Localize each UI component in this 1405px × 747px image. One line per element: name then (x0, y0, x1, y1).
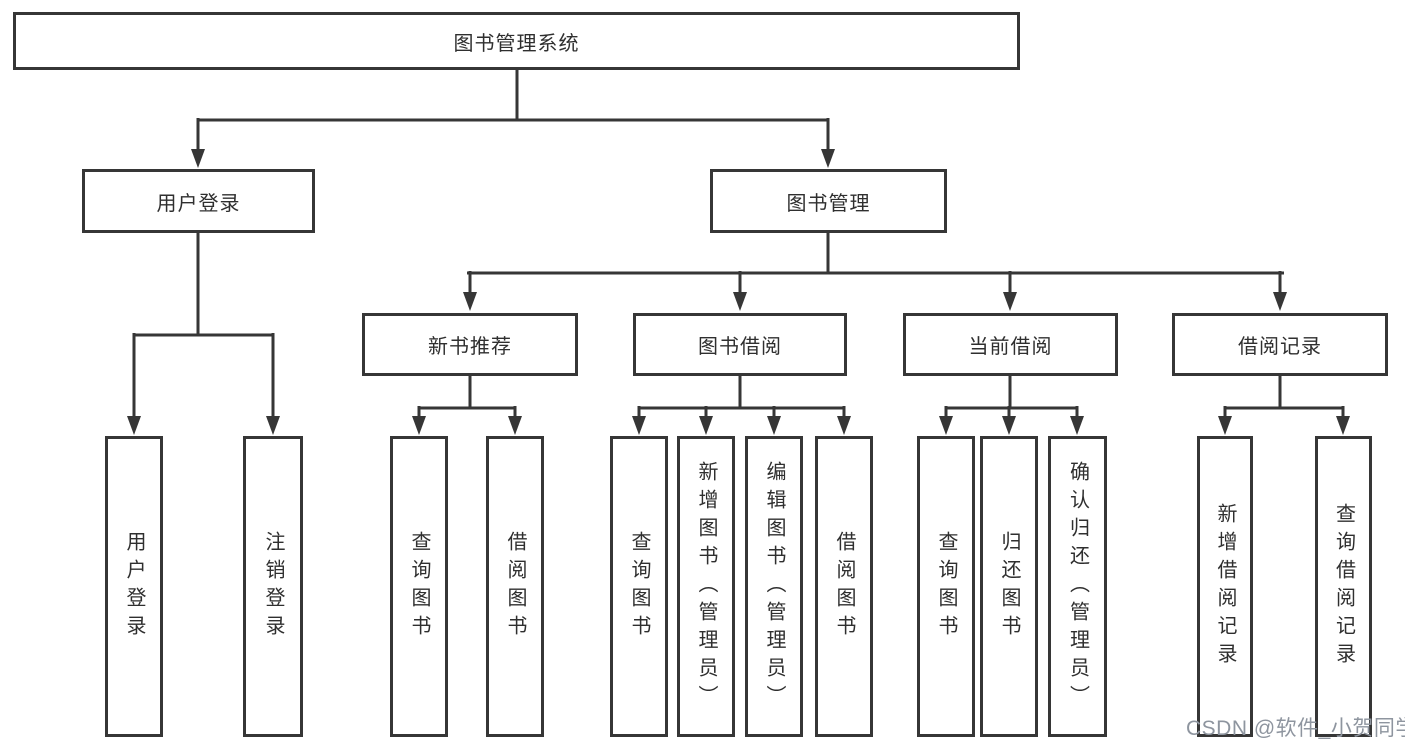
node-current-borrow-label: 当前借阅 (968, 336, 1053, 358)
arrow-down-icon (1003, 292, 1017, 311)
arrow-down-icon (733, 292, 747, 311)
leaf-query-books-recommend-label: 查询图书 (408, 530, 430, 643)
leaf-borrow-books-recommend-label: 借阅图书 (504, 530, 526, 643)
edge-new-book-recommend-to-leaves (417, 374, 517, 418)
node-book-borrow-label: 图书借阅 (698, 336, 782, 358)
leaf-confirm-return-admin: 确认归还（管理员） (1048, 436, 1107, 737)
leaf-query-books-borrow: 查询图书 (610, 436, 668, 737)
node-user-login: 用户登录 (82, 169, 315, 233)
leaf-user-login: 用户登录 (105, 436, 163, 737)
arrow-down-icon (1336, 416, 1350, 435)
edge-user-login-to-leaves (132, 231, 275, 419)
node-book-management-label: 图书管理 (786, 192, 871, 215)
leaf-borrow-books-recommend: 借阅图书 (486, 436, 544, 737)
leaf-add-book-admin: 新增图书（管理员） (677, 436, 735, 737)
leaf-query-books-current-label: 查询图书 (935, 530, 957, 643)
arrow-down-icon (1002, 416, 1016, 435)
leaf-query-books-borrow-label: 查询图书 (628, 530, 650, 643)
arrow-down-icon (699, 416, 713, 435)
arrow-down-icon (632, 416, 646, 435)
arrow-down-icon (1218, 416, 1232, 435)
arrow-down-icon (767, 416, 781, 435)
leaf-logout: 注销登录 (243, 436, 303, 737)
arrow-down-icon (1070, 416, 1084, 435)
arrow-down-icon (821, 149, 835, 168)
arrow-down-icon (939, 416, 953, 435)
node-book-management: 图书管理 (710, 169, 947, 233)
arrow-down-icon (508, 416, 522, 435)
leaf-borrow-books-borrow: 借阅图书 (815, 436, 873, 737)
leaf-borrow-books-borrow-label: 借阅图书 (833, 530, 855, 643)
arrow-down-icon (463, 292, 477, 311)
leaf-query-borrow-record-label: 查询借阅记录 (1332, 502, 1355, 671)
edge-root-to-level2 (196, 68, 830, 151)
leaf-add-book-admin-label: 新增图书（管理员） (695, 460, 717, 713)
watermark: CSDN @软件_小贺同学 (1186, 717, 1405, 740)
arrow-down-icon (266, 416, 280, 435)
leaf-return-books-label: 归还图书 (998, 530, 1020, 643)
arrow-down-icon (1273, 292, 1287, 311)
arrow-down-icon (127, 416, 141, 435)
leaf-query-books-current: 查询图书 (917, 436, 975, 737)
leaf-logout-label: 注销登录 (262, 530, 284, 643)
edge-borrow-records-to-leaves (1223, 374, 1345, 418)
edge-current-borrow-to-leaves (944, 374, 1079, 418)
leaf-add-borrow-record: 新增借阅记录 (1197, 436, 1253, 737)
node-new-book-recommend: 新书推荐 (362, 313, 578, 376)
leaf-query-books-recommend: 查询图书 (390, 436, 448, 737)
edge-book-borrow-to-leaves (637, 374, 846, 418)
node-new-book-recommend-label: 新书推荐 (428, 336, 512, 358)
arrow-down-icon (837, 416, 851, 435)
node-borrow-records: 借阅记录 (1172, 313, 1388, 376)
leaf-edit-book-admin-label: 编辑图书（管理员） (763, 460, 785, 713)
leaf-return-books: 归还图书 (980, 436, 1038, 737)
node-root: 图书管理系统 (13, 12, 1020, 70)
leaf-confirm-return-admin-label: 确认归还（管理员） (1066, 460, 1089, 713)
leaf-query-borrow-record: 查询借阅记录 (1315, 436, 1372, 737)
node-root-label: 图书管理系统 (453, 32, 580, 55)
leaf-user-login-label: 用户登录 (123, 530, 145, 643)
leaf-edit-book-admin: 编辑图书（管理员） (745, 436, 803, 737)
leaf-add-borrow-record-label: 新增借阅记录 (1214, 502, 1236, 671)
node-book-borrow: 图书借阅 (633, 313, 847, 376)
node-current-borrow: 当前借阅 (903, 313, 1118, 376)
node-borrow-records-label: 借阅记录 (1238, 336, 1322, 358)
edge-book-management-to-level3 (467, 231, 1284, 294)
arrow-down-icon (191, 149, 205, 168)
arrow-down-icon (412, 416, 426, 435)
node-user-login-label: 用户登录 (156, 192, 241, 215)
